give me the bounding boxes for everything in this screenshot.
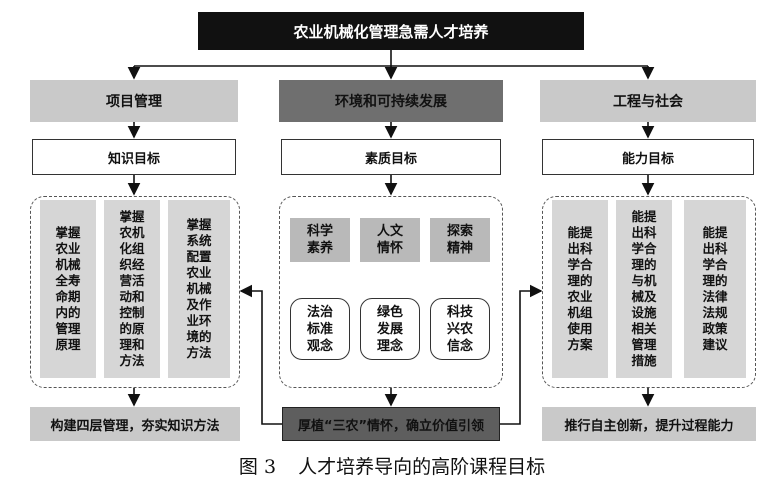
figure-number: 图 3 (238, 455, 277, 478)
ability-item: 能提出科学合理的农业机组使用方案 (552, 200, 608, 378)
quality-concept: 绿色发展理念 (360, 298, 420, 360)
knowledge-item: 掌握农业机械全寿命期内的管理原理 (40, 200, 96, 378)
bottom-process-ability: 推行自主创新，提升过程能力 (542, 407, 756, 441)
goal-ability: 能力目标 (542, 139, 754, 175)
quality-concept: 法治标准观念 (290, 298, 350, 360)
knowledge-item: 掌握农机化组织经营活动和控制的原理和方法 (104, 200, 160, 378)
quality-item: 探索精神 (430, 218, 490, 262)
bottom-knowledge-method: 构建四层管理，夯实知识方法 (30, 407, 240, 441)
quality-item: 科学素养 (290, 218, 350, 262)
goal-knowledge: 知识目标 (32, 139, 236, 175)
bottom-value-guidance: 厚植“三农”情怀，确立价值引领 (282, 407, 500, 441)
category-project-management: 项目管理 (30, 80, 238, 122)
category-environment-sustainability: 环境和可持续发展 (279, 80, 503, 122)
figure-caption: 图 3 人才培养导向的高阶课程目标 (0, 448, 784, 482)
knowledge-item: 掌握系统配置农业机械及作业环境的方法 (168, 200, 230, 378)
ability-item: 能提出科学合理的与机械及设施相关管理措施 (616, 200, 672, 378)
main-title: 农业机械化管理急需人才培养 (198, 12, 584, 50)
figure-caption-text: 人才培养导向的高阶课程目标 (298, 455, 546, 478)
ability-item: 能提出科学合理的法律法规政策建议 (684, 200, 746, 378)
goal-quality: 素质目标 (281, 139, 501, 175)
category-engineering-society: 工程与社会 (540, 80, 756, 122)
quality-item: 人文情怀 (360, 218, 420, 262)
quality-concept: 科技兴农信念 (430, 298, 490, 360)
